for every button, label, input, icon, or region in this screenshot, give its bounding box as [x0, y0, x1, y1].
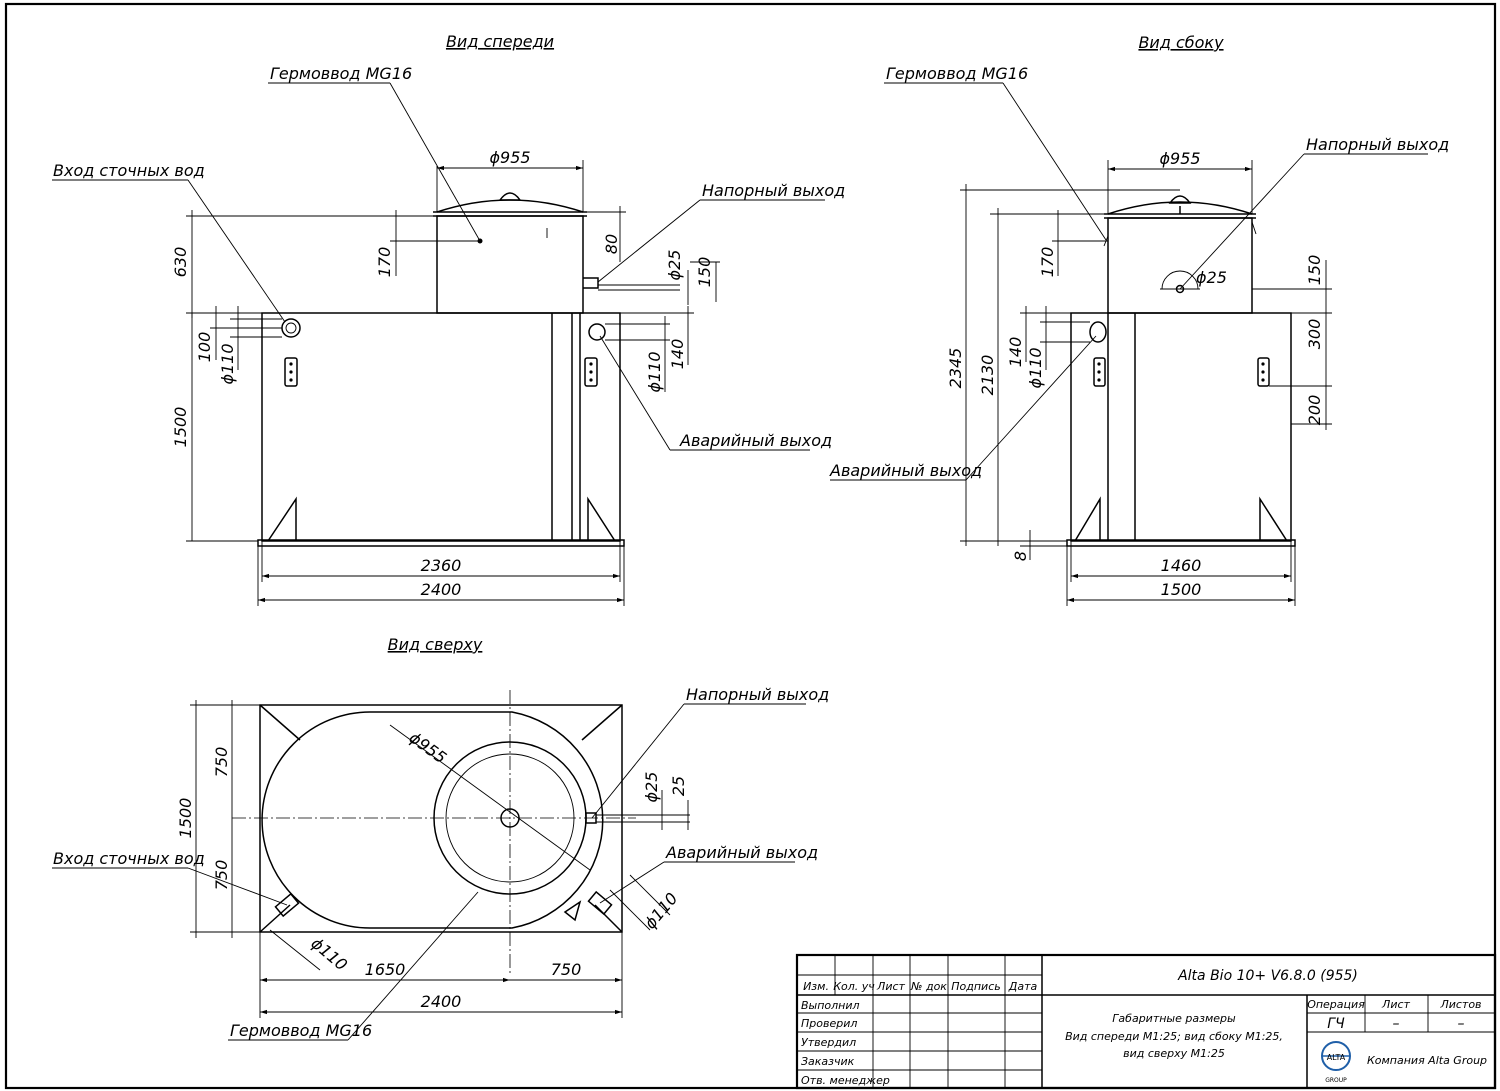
- tb-role-1: Проверил: [801, 1017, 857, 1030]
- top-dim-750b: 750: [212, 860, 231, 891]
- top-dim-25: 25: [669, 776, 688, 796]
- side-dim-150: 150: [1305, 255, 1324, 286]
- front-base-plate: [257, 539, 625, 547]
- top-dim-1500: 1500: [176, 798, 195, 839]
- front-label-inlet: Вход сточных вод: [53, 161, 205, 180]
- front-label-gland: Гермоввод MG16: [270, 64, 412, 83]
- top-dim-2400: 2400: [421, 992, 462, 1011]
- tb-role-4: Отв. менеджер: [801, 1074, 890, 1087]
- top-tank-shell: [261, 711, 604, 929]
- tb-operation-val: ГЧ: [1327, 1016, 1345, 1032]
- tb-desc-1: Вид спереди М1:25; вид сбоку М1:25,: [1065, 1030, 1283, 1043]
- front-label-pressure: Напорный выход: [702, 181, 845, 200]
- top-dim-750: 750: [551, 960, 582, 979]
- tb-role-3: Заказчик: [801, 1055, 855, 1068]
- front-emergency-pipe: [588, 323, 606, 341]
- side-dim-1500: 1500: [1161, 580, 1202, 599]
- front-dim-d110-emergency: ϕ110: [645, 351, 664, 392]
- top-label-inlet: Вход сточных вод: [53, 849, 205, 868]
- top-dim-750a: 750: [212, 747, 231, 778]
- tb-role-0: Выполнил: [801, 999, 860, 1012]
- front-dim-80: 80: [602, 234, 621, 254]
- side-base-plate: [1066, 539, 1296, 547]
- side-dim-8: 8: [1011, 551, 1030, 561]
- tb-hdr-1: Кол. уч: [833, 980, 875, 993]
- side-label-pressure: Напорный выход: [1306, 135, 1449, 154]
- side-dim-300: 300: [1305, 319, 1324, 350]
- side-dim-1460: 1460: [1161, 556, 1202, 575]
- front-label-emergency: Аварийный выход: [679, 431, 832, 450]
- side-view: Вид сбоку ϕ955 2345 2130: [829, 33, 1449, 606]
- front-dim-140: 140: [668, 339, 687, 370]
- front-dim-2400: 2400: [421, 580, 462, 599]
- front-dim-2360: 2360: [421, 556, 462, 575]
- tb-col-operation: Операция: [1307, 998, 1365, 1011]
- front-dim-630: 630: [171, 247, 190, 278]
- side-emergency-pipe: [1089, 321, 1107, 343]
- sheet-frame: [4, 2, 1497, 1090]
- top-dim-d110-emergency: ϕ110: [641, 889, 682, 933]
- top-dim-955: ϕ955: [406, 728, 450, 768]
- tb-desc-0: Габаритные размеры: [1112, 1012, 1236, 1025]
- svg-text:GROUP: GROUP: [1325, 1077, 1347, 1084]
- top-label-pressure: Напорный выход: [686, 685, 829, 704]
- top-tank-outline: [259, 704, 623, 933]
- side-label-gland: Гермоввод MG16: [886, 64, 1028, 83]
- side-dim-955: ϕ955: [1159, 149, 1200, 168]
- tb-hdr-5: Дата: [1008, 980, 1038, 993]
- tb-hdr-4: Подпись: [951, 980, 1000, 993]
- company-logo: ALTA GROUP: [1321, 1041, 1351, 1084]
- tb-company: Компания Alta Group: [1367, 1054, 1487, 1067]
- svg-text:ALTA: ALTA: [1327, 1053, 1346, 1062]
- tb-hdr-3: № док: [910, 980, 947, 993]
- side-tank-body: [1070, 312, 1292, 542]
- front-dim-d25: ϕ25: [665, 250, 684, 281]
- tb-role-2: Утвердил: [801, 1036, 856, 1049]
- top-dim-d110-inlet: ϕ110: [307, 934, 351, 975]
- front-lid: [436, 199, 584, 213]
- side-dim-2130: 2130: [978, 355, 997, 396]
- front-riser: [436, 215, 584, 314]
- front-view: Вид спереди: [52, 32, 845, 606]
- side-dim-170: 170: [1038, 247, 1057, 278]
- front-tank-body: [261, 312, 621, 542]
- top-dim-d25: ϕ25: [642, 772, 661, 803]
- top-dim-1650: 1650: [365, 960, 406, 979]
- front-dim-100: 100: [195, 332, 214, 363]
- tb-doc-name: Alta Bio 10+ V6.8.0 (955): [1177, 968, 1358, 984]
- tb-col-sheet: Лист: [1381, 998, 1410, 1011]
- tb-sheet-val: –: [1393, 1016, 1400, 1032]
- side-dim-d25: ϕ25: [1196, 268, 1227, 287]
- side-lid: [1107, 201, 1253, 215]
- tb-sheets-val: –: [1458, 1016, 1465, 1032]
- front-dim-955: ϕ955: [489, 148, 530, 167]
- tb-hdr-2: Лист: [876, 980, 905, 993]
- top-view-title: Вид сверху: [388, 635, 483, 654]
- front-dim-1500: 1500: [171, 407, 190, 448]
- top-label-gland: Гермоввод MG16: [230, 1021, 372, 1040]
- side-dim-d110: ϕ110: [1026, 347, 1045, 388]
- side-riser: [1107, 217, 1253, 314]
- side-label-emergency: Аварийный выход: [829, 461, 982, 480]
- side-dim-2345: 2345: [946, 348, 965, 389]
- front-dim-d110-inlet: ϕ110: [218, 343, 237, 384]
- side-dim-200: 200: [1305, 395, 1324, 426]
- front-dim-170: 170: [375, 247, 394, 278]
- front-view-title: Вид спереди: [446, 32, 554, 51]
- tb-hdr-0: Изм.: [803, 980, 829, 993]
- top-label-emergency: Аварийный выход: [665, 843, 818, 862]
- top-view: Вид сверху 1500 750 750 ϕ955 ϕ25 25: [52, 635, 829, 1041]
- side-view-title: Вид сбоку: [1138, 33, 1224, 52]
- tb-col-sheets: Листов: [1439, 998, 1481, 1011]
- title-block: Изм. Кол. уч Лист № док Подпись Дата Вып…: [795, 953, 1497, 1090]
- front-dim-150: 150: [695, 257, 714, 288]
- side-dim-140: 140: [1006, 337, 1025, 368]
- tb-desc-2: вид сверху М1:25: [1123, 1047, 1225, 1060]
